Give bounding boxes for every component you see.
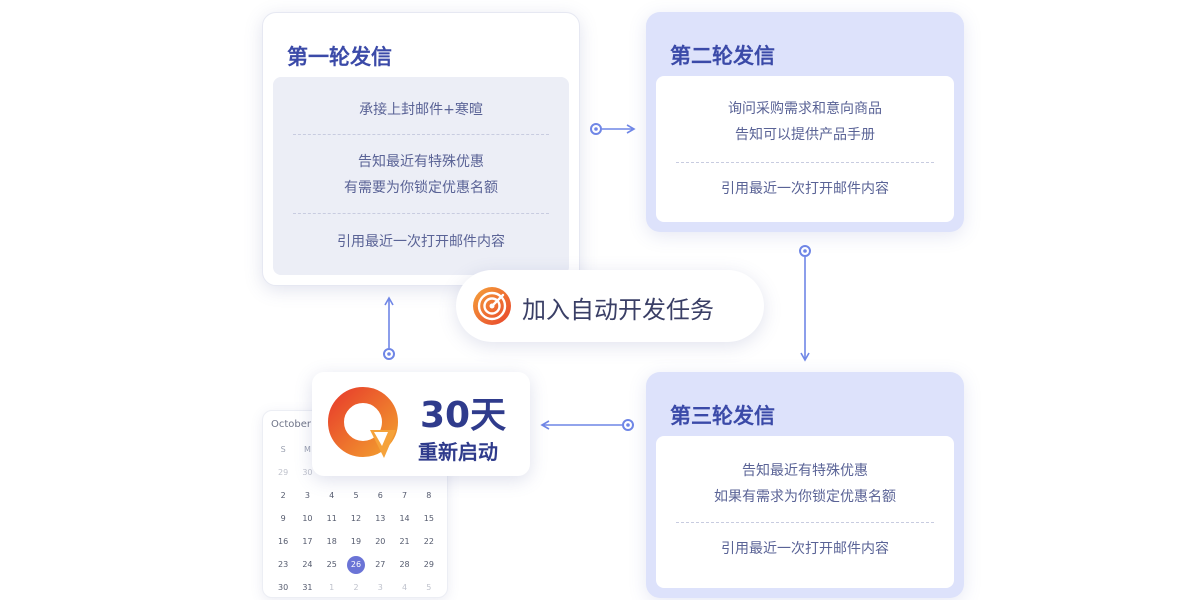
calendar-day[interactable]: 9: [280, 514, 286, 523]
calendar-day[interactable]: 16: [278, 537, 289, 546]
calendar-day[interactable]: 24: [302, 560, 313, 569]
calendar-day[interactable]: 1: [329, 583, 335, 592]
calendar-day[interactable]: 25: [326, 560, 337, 569]
round1-line: 告知最近有特殊优惠: [358, 154, 484, 170]
round1-line: 引用最近一次打开邮件内容: [337, 234, 505, 250]
calendar-day[interactable]: 19: [350, 537, 362, 546]
auto-task-label: 加入自动开发任务: [522, 296, 714, 324]
round3-title: 第三轮发信: [670, 404, 775, 428]
round2-card: 第二轮发信 询问采购需求和意向商品 告知可以提供产品手册 引用最近一次打开邮件内…: [646, 12, 964, 232]
calendar-day[interactable]: 2: [280, 491, 286, 500]
calendar-day[interactable]: 20: [375, 537, 386, 546]
calendar-day[interactable]: 3: [304, 491, 310, 500]
round2-content: 询问采购需求和意向商品 告知可以提供产品手册 引用最近一次打开邮件内容: [656, 76, 954, 222]
calendar-day[interactable]: 8: [426, 491, 432, 500]
round2-title: 第二轮发信: [670, 44, 775, 68]
calendar-day[interactable]: 18: [326, 537, 337, 546]
calendar-day[interactable]: 29: [278, 468, 289, 477]
calendar-day[interactable]: 12: [350, 514, 362, 523]
calendar-day[interactable]: 5: [353, 491, 359, 500]
arrow-round3-to-restart: [540, 419, 634, 431]
restart-label: 重新启动: [418, 440, 498, 464]
round2-section-1: 询问采购需求和意向商品 告知可以提供产品手册: [656, 96, 954, 148]
round1-title: 第一轮发信: [287, 45, 392, 69]
divider: [676, 162, 934, 163]
round1-line: 有需要为你锁定优惠名额: [344, 180, 498, 196]
calendar-weekday: M: [303, 445, 311, 454]
round1-content: 承接上封邮件+寒暄 告知最近有特殊优惠 有需要为你锁定优惠名额 引用最近一次打开…: [273, 77, 569, 275]
round3-line: 引用最近一次打开邮件内容: [721, 541, 889, 557]
calendar-day[interactable]: 29: [423, 560, 434, 569]
q-logo-icon: [328, 387, 398, 458]
calendar-day[interactable]: 30: [278, 583, 289, 592]
calendar-day[interactable]: 26: [346, 556, 365, 574]
target-icon: [473, 287, 511, 325]
round2-line: 引用最近一次打开邮件内容: [721, 181, 889, 197]
round3-content: 告知最近有特殊优惠 如果有需求为你锁定优惠名额 引用最近一次打开邮件内容: [656, 436, 954, 588]
round1-line: 承接上封邮件+寒暄: [359, 102, 483, 118]
round3-line: 告知最近有特殊优惠: [742, 463, 868, 479]
calendar-day[interactable]: 11: [326, 514, 337, 523]
round1-section-3: 引用最近一次打开邮件内容: [273, 229, 569, 255]
calendar-day[interactable]: 6: [377, 491, 383, 500]
calendar-weekday: S: [280, 445, 286, 454]
calendar-day[interactable]: 31: [302, 583, 313, 592]
round3-section-1: 告知最近有特殊优惠 如果有需求为你锁定优惠名额: [656, 458, 954, 510]
divider: [293, 134, 549, 135]
arrow-round2-to-round3: [799, 245, 811, 362]
calendar-day[interactable]: 27: [375, 560, 386, 569]
calendar-day[interactable]: 4: [402, 583, 408, 592]
auto-task-pill: 加入自动开发任务: [456, 270, 764, 342]
round3-card: 第三轮发信 告知最近有特殊优惠 如果有需求为你锁定优惠名额 引用最近一次打开邮件…: [646, 372, 964, 598]
calendar-day[interactable]: 5: [426, 583, 432, 592]
calendar-day[interactable]: 7: [402, 491, 408, 500]
calendar-day[interactable]: 2: [353, 583, 359, 592]
round2-section-2: 引用最近一次打开邮件内容: [656, 176, 954, 202]
arrow-restart-to-round1: [383, 296, 395, 360]
restart-card: 30天 重新启动: [312, 372, 530, 476]
calendar-day[interactable]: 30: [302, 468, 313, 477]
round2-line: 告知可以提供产品手册: [735, 127, 875, 143]
calendar-day[interactable]: 13: [375, 514, 386, 523]
calendar-grid: SMTWTFS293012345234567891011121314151617…: [271, 441, 441, 597]
calendar-day[interactable]: 14: [399, 514, 410, 523]
calendar-day[interactable]: 15: [423, 514, 434, 523]
calendar-day[interactable]: 3: [377, 583, 383, 592]
calendar-day[interactable]: 10: [302, 514, 313, 523]
calendar-day[interactable]: 23: [278, 560, 289, 569]
restart-days: 30天: [420, 395, 507, 436]
arrow-round1-to-round2: [590, 123, 636, 135]
round3-section-2: 引用最近一次打开邮件内容: [656, 536, 954, 562]
round2-line: 询问采购需求和意向商品: [728, 101, 882, 117]
divider: [293, 213, 549, 214]
calendar-day[interactable]: 17: [302, 537, 313, 546]
calendar-day[interactable]: 28: [399, 560, 410, 569]
round1-section-1: 承接上封邮件+寒暄: [273, 97, 569, 123]
round1-section-2: 告知最近有特殊优惠 有需要为你锁定优惠名额: [273, 149, 569, 201]
divider: [676, 522, 934, 523]
round3-line: 如果有需求为你锁定优惠名额: [714, 489, 896, 505]
calendar-month: October: [271, 419, 312, 430]
calendar-day[interactable]: 4: [329, 491, 335, 500]
calendar-day[interactable]: 22: [423, 537, 434, 546]
round1-card: 第一轮发信 承接上封邮件+寒暄 告知最近有特殊优惠 有需要为你锁定优惠名额 引用…: [262, 12, 580, 286]
calendar-day[interactable]: 21: [399, 537, 410, 546]
